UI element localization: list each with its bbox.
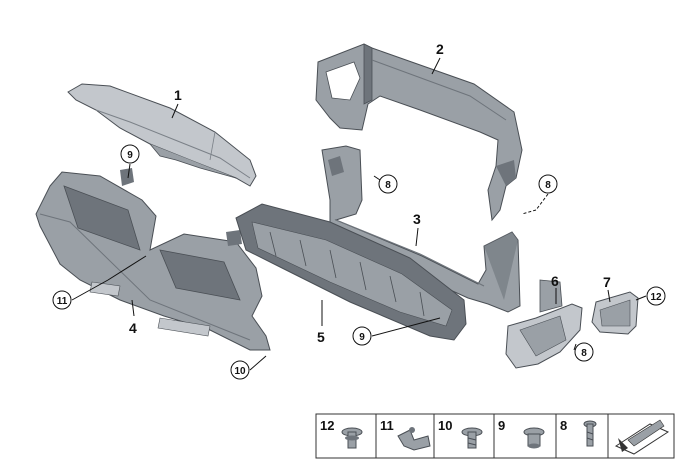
legend-label-9: 9 — [498, 418, 505, 433]
part-4-front-carrier — [35, 168, 271, 351]
callout-7: 7 — [603, 274, 611, 290]
plastic-screw-icon — [461, 427, 483, 449]
callout-circle-8b — [538, 174, 558, 194]
leader-10 — [249, 355, 267, 371]
leader-2 — [431, 57, 441, 75]
callout-circle-8c — [574, 342, 594, 362]
callout-circle-9b — [352, 326, 372, 346]
leader-7 — [607, 289, 611, 303]
legend-cell-9: 9 — [498, 418, 545, 449]
legend-label-12: 12 — [320, 418, 334, 433]
part-7-bracket — [591, 291, 639, 335]
flange-nut-icon — [523, 427, 545, 449]
callout-circle-8a — [378, 174, 398, 194]
callout-circle-9a — [120, 144, 140, 164]
legend-cell-8: 8 — [560, 418, 597, 447]
direction-arrow-icon — [614, 419, 670, 455]
callout-9a: 9 — [127, 150, 133, 161]
leader-11 — [71, 279, 109, 301]
legend-label-11: 11 — [380, 418, 394, 433]
legend-cell-10: 10 — [438, 418, 483, 449]
leader-4 — [131, 299, 135, 317]
callout-10: 10 — [234, 366, 246, 377]
callout-circle-11 — [52, 290, 72, 310]
leader-8b — [535, 193, 549, 211]
callout-circle-12 — [646, 286, 666, 306]
callout-5: 5 — [317, 329, 325, 345]
leader-1 — [171, 103, 179, 119]
callout-1: 1 — [174, 87, 182, 103]
leader-9a — [127, 163, 131, 179]
legend-label-10: 10 — [438, 418, 452, 433]
bolt-icon — [583, 420, 597, 447]
bracket-clip-icon — [397, 427, 431, 451]
legend-cell-11: 11 — [380, 418, 431, 451]
callout-4: 4 — [129, 320, 137, 336]
leader-8c — [573, 343, 577, 351]
callout-11: 11 — [57, 296, 68, 307]
legend-label-8: 8 — [560, 418, 567, 433]
callout-circle-10 — [230, 360, 250, 380]
callout-3: 3 — [413, 211, 421, 227]
screw-washer-icon — [341, 427, 363, 449]
callout-12: 12 — [650, 292, 662, 303]
part-5-lower-panel — [235, 203, 467, 341]
part-2-frame — [315, 43, 523, 222]
leader-9b — [371, 317, 441, 337]
callout-6: 6 — [551, 273, 559, 289]
part-1-upper-air-duct — [67, 83, 257, 187]
callout-9b: 9 — [359, 332, 365, 343]
part-6-air-guide — [505, 279, 583, 369]
callout-8c: 8 — [581, 348, 587, 359]
callout-8a: 8 — [385, 180, 391, 191]
leader-3 — [415, 227, 419, 247]
callout-8b: 8 — [545, 180, 551, 191]
fastener-legend: 12 11 10 9 — [315, 413, 675, 459]
legend-cell-12: 12 — [320, 418, 363, 449]
leader-12 — [635, 295, 647, 301]
callout-2: 2 — [436, 41, 444, 57]
